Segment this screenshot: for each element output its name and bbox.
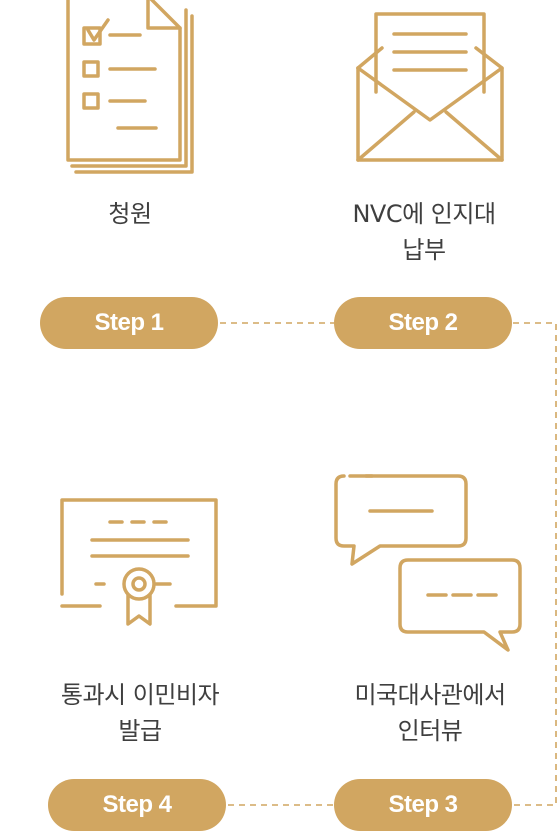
step-4-label: 통과시 이민비자 발급 — [20, 677, 260, 749]
envelope-letter-icon — [356, 12, 504, 162]
step-4-button[interactable]: Step 4 — [48, 779, 226, 831]
step-4-label-line-1: 통과시 이민비자 — [60, 681, 220, 709]
step-2-label: NVC에 인지대 납부 — [304, 196, 544, 268]
step-4-label-line-2: 발급 — [118, 717, 162, 745]
step-2-button[interactable]: Step 2 — [334, 297, 512, 349]
step-3-label-line-2: 인터뷰 — [397, 717, 463, 745]
step-2-label-line-2: 납부 — [402, 236, 446, 264]
step-1-button[interactable]: Step 1 — [40, 297, 218, 349]
chat-bubbles-icon — [334, 474, 522, 652]
step-3-label-line-1: 미국대사관에서 — [354, 681, 506, 709]
document-checklist-icon — [66, 0, 194, 174]
step-3-label: 미국대사관에서 인터뷰 — [310, 677, 550, 749]
certificate-icon — [60, 498, 218, 626]
step-3-button[interactable]: Step 3 — [334, 779, 512, 831]
step-1-label-line: 청원 — [108, 200, 152, 228]
step-2-label-line-1: NVC에 인지대 — [352, 200, 496, 228]
step-1-label: 청원 — [10, 196, 250, 232]
